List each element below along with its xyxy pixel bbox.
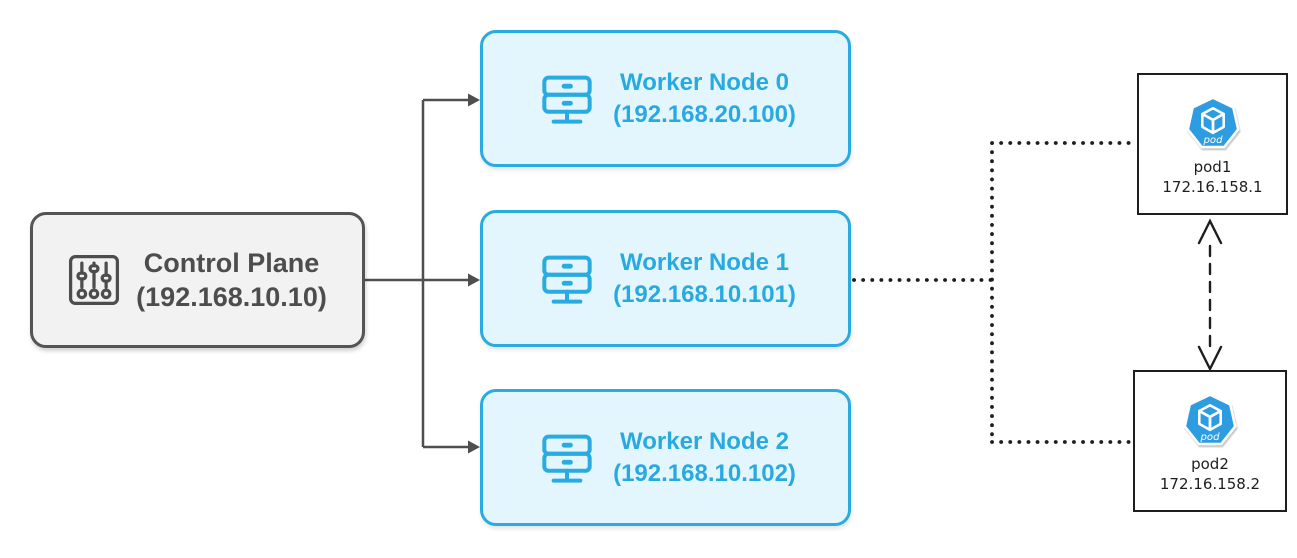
worker-node-2-title: Worker Node 2 xyxy=(620,427,789,455)
pod1-ip: 172.16.158.1 xyxy=(1162,178,1263,196)
worker-node-0: Worker Node 0 (192.168.20.100) xyxy=(480,30,851,167)
arrowhead-down-icon xyxy=(1197,345,1223,372)
control-plane-title: Control Plane xyxy=(143,247,320,278)
worker-node-0-title: Worker Node 0 xyxy=(620,68,789,96)
arrowhead-up-icon xyxy=(1197,218,1223,245)
edge-control-to-workers xyxy=(365,98,468,449)
pod-badge-text: pod xyxy=(1202,135,1223,146)
pod2-ip: 172.16.158.2 xyxy=(1159,475,1261,493)
worker-node-0-ip: (192.168.20.100) xyxy=(613,100,796,128)
control-plane-label: Control Plane (192.168.10.10) xyxy=(136,246,327,314)
worker-node-1-label: Worker Node 1 (192.168.10.101) xyxy=(613,247,796,310)
pod2-name: pod2 xyxy=(1191,454,1229,473)
worker-node-1-title: Worker Node 1 xyxy=(620,248,789,276)
server-icon xyxy=(542,434,592,483)
arrowhead-worker2-icon xyxy=(468,440,480,454)
edge-worker1-to-pods xyxy=(852,141,1136,444)
worker-node-1: Worker Node 1 (192.168.10.101) xyxy=(480,210,851,347)
pod2-node: pod pod2 172.16.158.2 xyxy=(1133,370,1287,512)
control-plane-ip: (192.168.10.10) xyxy=(136,282,327,312)
kubernetes-pod-icon: pod xyxy=(1185,95,1240,148)
worker-node-0-label: Worker Node 0 (192.168.20.100) xyxy=(613,67,796,130)
sliders-icon xyxy=(69,254,120,306)
kubernetes-pod-icon: pod xyxy=(1183,392,1237,445)
control-plane-node: Control Plane (192.168.10.10) xyxy=(30,212,365,348)
arrowhead-worker0-icon xyxy=(468,93,480,107)
worker-node-1-ip: (192.168.10.101) xyxy=(613,280,796,308)
server-icon xyxy=(542,75,592,124)
worker-node-2-ip: (192.168.10.102) xyxy=(613,459,796,487)
arrowhead-worker1-icon xyxy=(468,273,480,287)
pod-badge-text: pod xyxy=(1199,432,1220,443)
server-icon xyxy=(542,255,592,304)
worker-node-2: Worker Node 2 (192.168.10.102) xyxy=(480,389,851,526)
pod1-node: pod pod1 172.16.158.1 xyxy=(1137,73,1288,215)
worker-node-2-label: Worker Node 2 (192.168.10.102) xyxy=(613,426,796,489)
pod1-name: pod1 xyxy=(1193,157,1232,176)
edge-pod1-pod2 xyxy=(1197,218,1223,372)
